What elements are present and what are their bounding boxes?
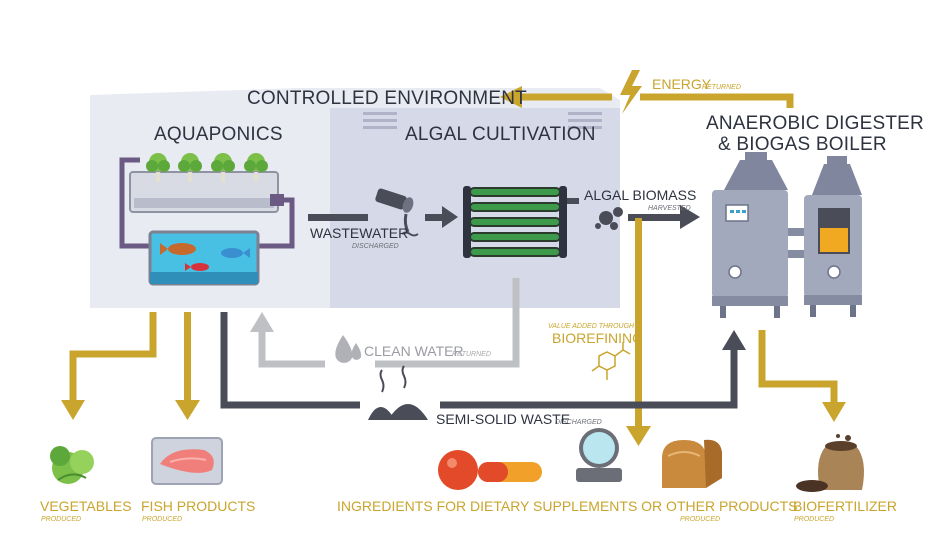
biofertilizer-sub: PRODUCED bbox=[794, 516, 834, 523]
clean-water-label: CLEAN WATER bbox=[364, 343, 464, 359]
algal-biomass-sub: HARVESTED bbox=[648, 205, 691, 212]
energy-sub: RETURNED bbox=[702, 84, 741, 91]
molecule-icon bbox=[591, 342, 631, 380]
algal-cultivation-title: ALGAL CULTIVATION bbox=[405, 124, 596, 145]
fish-products-label: FISH PRODUCTS bbox=[141, 498, 255, 514]
wastewater-label: WASTEWATER bbox=[310, 225, 408, 241]
water-drop-icon bbox=[335, 335, 362, 363]
digester-boiler-icon bbox=[712, 152, 862, 318]
clean-water-sub: RETURNED bbox=[452, 351, 491, 358]
waste-pile-icon bbox=[368, 365, 428, 420]
pipe-icon bbox=[375, 188, 419, 237]
energy-label: ENERGY bbox=[652, 76, 712, 92]
fertilizer-sack-icon bbox=[796, 434, 864, 492]
fish-products-arrow bbox=[175, 312, 200, 420]
wastewater-sub: DISCHARGED bbox=[352, 243, 399, 250]
aquaponics-title: AQUAPONICS bbox=[154, 124, 283, 145]
fish-fillet-icon bbox=[151, 437, 223, 485]
clean-water-arrow bbox=[250, 278, 520, 368]
energy-arrow bbox=[500, 70, 794, 114]
supplement-capsule-icon bbox=[438, 450, 542, 490]
bread-icon bbox=[662, 439, 722, 488]
vegetables-arrow bbox=[61, 312, 157, 420]
semi-solid-waste-sub: DISCHARGED bbox=[555, 419, 602, 426]
algal-biomass-arrow bbox=[567, 198, 700, 230]
algal-biomass-label: ALGAL BIOMASS bbox=[584, 187, 696, 203]
semi-solid-waste-label: SEMI-SOLID WASTE bbox=[436, 411, 570, 427]
digester-title-line1: ANAEROBIC DIGESTER bbox=[706, 113, 924, 134]
plant-icon bbox=[146, 153, 268, 182]
wastewater-arrow bbox=[308, 188, 458, 237]
controlled-environment-label: CONTROLLED ENVIRONMENT bbox=[247, 88, 527, 109]
lightning-icon bbox=[620, 70, 642, 114]
semi-solid-waste-arrow bbox=[220, 312, 746, 420]
vegetables-label: VEGETABLES bbox=[40, 498, 132, 514]
vegetables-sub: PRODUCED bbox=[41, 516, 81, 523]
value-added-label: VALUE ADDED THROUGH bbox=[548, 323, 635, 330]
photobioreactor-icon bbox=[463, 186, 567, 258]
fish-products-sub: PRODUCED bbox=[142, 516, 182, 523]
ingredients-label: INGREDIENTS FOR DIETARY SUPPLEMENTS OR O… bbox=[337, 498, 798, 514]
biorefining-label: BIOREFINING bbox=[552, 330, 643, 346]
biorefining-arrow bbox=[591, 218, 651, 446]
aquaponics-system bbox=[119, 153, 295, 286]
ingredients-sub: PRODUCED bbox=[680, 516, 720, 523]
biofertilizer-arrow bbox=[758, 330, 846, 422]
digester-title-line2: & BIOGAS BOILER bbox=[718, 134, 887, 155]
lettuce-icon bbox=[50, 446, 94, 484]
biofertilizer-label: BIOFERTILIZER bbox=[793, 498, 897, 514]
compact-mirror-icon bbox=[576, 428, 622, 482]
